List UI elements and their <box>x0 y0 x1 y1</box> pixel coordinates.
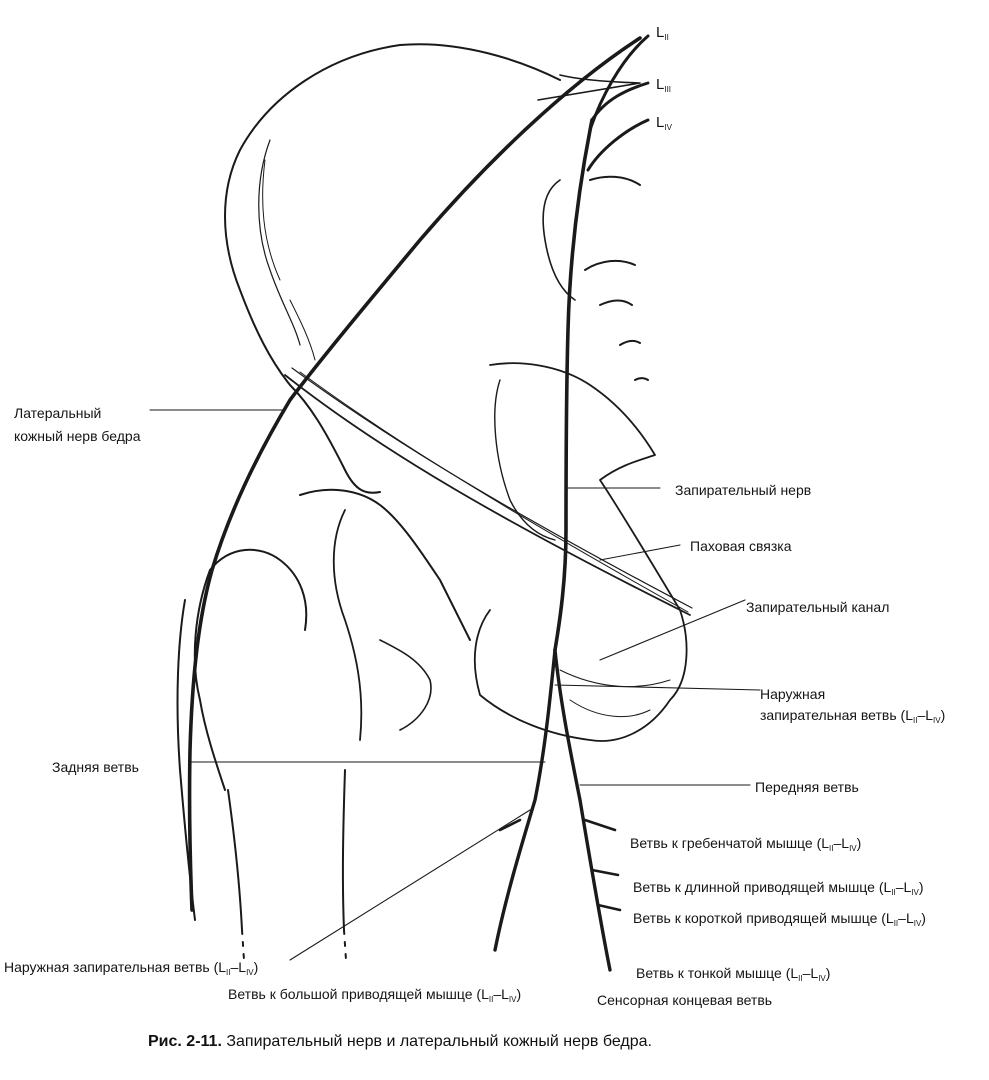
vertebra-curve-2 <box>584 259 636 271</box>
lesser-trochanter <box>379 639 432 731</box>
leader-ext-branch <box>554 684 761 691</box>
lateral-cutaneous-nerve <box>187 36 642 912</box>
label-ext-branch-lower: Наружная запирательная ветвь (LII–LIV) <box>4 959 259 977</box>
label-obturator-nerve: Запирательный нерв <box>675 482 812 498</box>
obturator-foramen <box>494 379 556 541</box>
sacrum-outline <box>542 179 576 301</box>
label-adductor-brevis: Ветвь к короткой приводящей мышце (LII–L… <box>633 910 926 928</box>
root-L4 <box>586 118 650 172</box>
obturator-nerve-trunk <box>553 118 594 652</box>
iliac-wing <box>224 43 561 494</box>
anterior-branch-nerve <box>553 648 612 972</box>
root-junction <box>537 74 641 101</box>
femur-shaft-medial <box>341 769 346 931</box>
label-lateral-nerve-2: кожный нерв бедра <box>14 428 141 444</box>
caption-text: Запирательный нерв и латеральный кожный … <box>226 1033 652 1050</box>
twig-adductor-longus <box>590 868 620 877</box>
root-label-L3: LIII <box>656 76 672 94</box>
label-ext-branch-2: запирательная ветвь (LII–LIV) <box>760 707 946 725</box>
label-anterior-branch: Передняя ветвь <box>755 779 859 795</box>
figure-caption: Рис. 2-11. Запирательный нерв и латераль… <box>148 1033 652 1051</box>
root-label-L2: LII <box>656 24 669 42</box>
label-inguinal-ligament: Паховая связка <box>690 538 792 554</box>
inguinal-ligament-c <box>299 371 689 613</box>
twig-adductor-brevis <box>596 903 622 912</box>
twig-posterior <box>498 818 522 832</box>
label-gracilis: Ветвь к тонкой мышце (LII–LIV) <box>636 965 831 983</box>
greater-trochanter <box>193 569 226 791</box>
iliac-crest-detail <box>262 159 316 361</box>
leader-ext-branch-lower <box>289 809 531 961</box>
label-pectineus: Ветвь к гребенчатой мышце (LII–LIV) <box>630 835 862 853</box>
posterior-branch-nerve <box>493 648 557 952</box>
leader-inguinal <box>599 544 681 561</box>
inguinal-ligament-a <box>284 374 691 616</box>
femur-shaft-dash-r <box>343 929 347 961</box>
caption-number: Рис. 2-11. <box>148 1033 222 1050</box>
label-sensory-terminal: Сенсорная концевая ветвь <box>597 992 773 1008</box>
vertebra-curve-3 <box>599 299 633 306</box>
vertebra-curve-5 <box>634 377 649 381</box>
femoral-neck-upper <box>209 548 308 631</box>
femoral-neck-lower <box>332 509 363 741</box>
pubic-ramus-detail <box>559 669 671 718</box>
label-posterior-branch: Задняя ветвь <box>52 759 139 775</box>
root-L3 <box>590 81 650 122</box>
label-ext-branch-1: Наружная <box>760 686 826 702</box>
femoral-head <box>299 488 471 641</box>
femur-shaft-lateral <box>227 789 243 931</box>
label-adductor-longus: Ветвь к длинной приводящей мышце (LII–LI… <box>633 879 924 897</box>
vertebra-curve-1 <box>589 175 641 186</box>
twig-pectineus <box>583 818 617 832</box>
label-adductor-magnus: Ветвь к большой приводящей мышце (LII–LI… <box>228 986 522 1004</box>
label-lateral-nerve-1: Латеральный <box>14 405 102 421</box>
iliac-crest-inner <box>258 139 301 346</box>
femur-shaft-dash-l <box>241 929 245 961</box>
label-obturator-canal: Запирательный канал <box>746 599 890 615</box>
leader-canal <box>599 599 746 661</box>
vertebra-curve-4 <box>619 339 641 346</box>
root-label-L4: LIV <box>656 114 672 132</box>
